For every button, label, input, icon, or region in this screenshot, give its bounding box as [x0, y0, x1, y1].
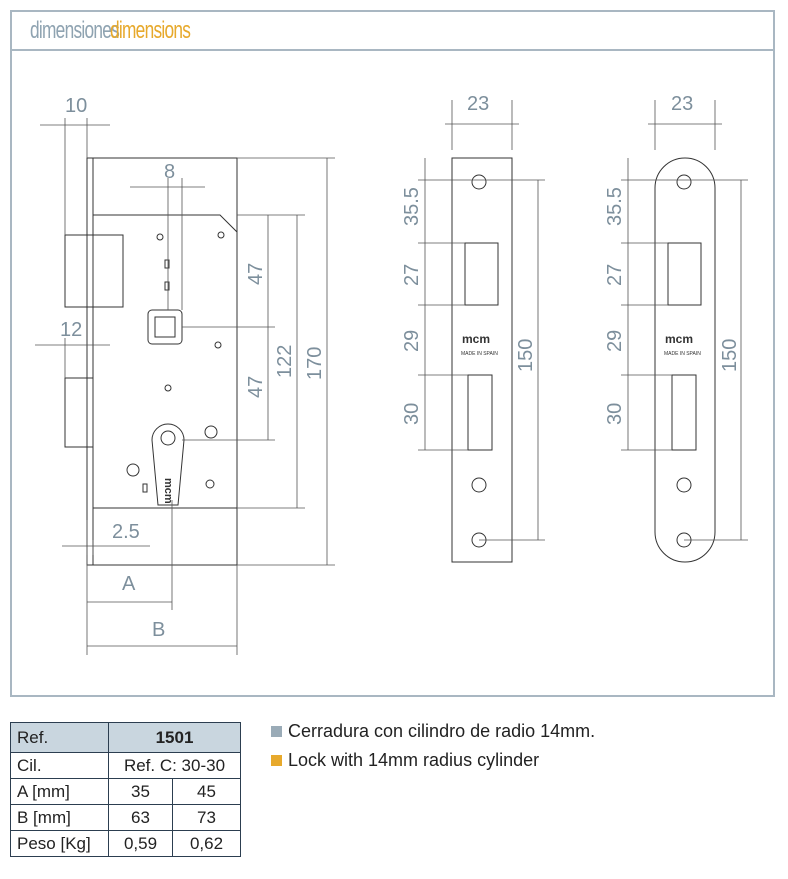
dim-10: 10	[65, 95, 87, 117]
dim-A: A	[122, 573, 136, 595]
note-es-text: Cerradura con cilindro de radio 14mm.	[288, 721, 596, 741]
cell-label: Peso [Kg]	[10, 830, 109, 857]
cell-value: 63	[108, 804, 173, 831]
strike-logo-b: mcm	[665, 332, 693, 346]
strike-plate-rounded: 23 35.5 27 29 30 150 mcm MADE IN SPAIN	[604, 93, 748, 563]
cell-value: 35	[108, 778, 173, 805]
dim-35-5: 35.5	[401, 187, 423, 226]
table-row: Cil.Ref. C: 30-30	[10, 752, 241, 779]
section-header: dimensionesdimensions	[12, 12, 773, 51]
dim-8: 8	[164, 161, 175, 183]
dim-150-b: 150	[719, 339, 741, 372]
dim-29: 29	[401, 330, 423, 352]
note-en-text: Lock with 14mm radius cylinder	[288, 750, 540, 770]
dim-2-5: 2.5	[112, 521, 140, 543]
dim-170: 170	[304, 347, 326, 380]
note-es: Cerradura con cilindro de radio 14mm.	[271, 721, 595, 742]
dim-122: 122	[274, 345, 296, 378]
dim-27: 27	[401, 264, 423, 286]
dim-12: 12	[60, 319, 82, 341]
cell-value: 45	[172, 778, 241, 805]
dim-29-b: 29	[604, 330, 626, 352]
cell-label: A [mm]	[10, 778, 109, 805]
cell-ref: 1501	[108, 722, 241, 753]
dim-30: 30	[401, 403, 423, 425]
dim-27-b: 27	[604, 264, 626, 286]
cell-value: 0,59	[108, 830, 173, 857]
made-in-spain: MADE IN SPAIN	[461, 351, 498, 357]
dim-B: B	[152, 619, 165, 641]
dim-150: 150	[515, 339, 537, 372]
title-en: dimensions	[109, 17, 191, 44]
dim-47-top: 47	[245, 263, 267, 285]
dim-30-b: 30	[604, 403, 626, 425]
note-en: Lock with 14mm radius cylinder	[271, 750, 539, 771]
gray-square-icon	[271, 726, 282, 737]
dim-35-5-b: 35.5	[604, 187, 626, 226]
dim-47-bottom: 47	[245, 376, 267, 398]
dim-23-b: 23	[671, 93, 693, 115]
strike-plate-square: 23 35.5 27 29 30 150 mcm MADE IN SPAIN	[401, 93, 545, 563]
cell-label: B [mm]	[10, 804, 109, 831]
strike-logo: mcm	[462, 332, 490, 346]
dimensions-panel: dimensionesdimensions	[10, 10, 775, 697]
title-es: dimensiones	[30, 17, 120, 44]
made-in-spain-b: MADE IN SPAIN	[664, 351, 701, 357]
technical-drawing: 10 8 12 47 47 122 170 2.5 A B mcm 23 35.…	[35, 93, 748, 655]
cell-value: 73	[172, 804, 241, 831]
cell-value: 0,62	[172, 830, 241, 857]
lock-logo: mcm	[162, 478, 174, 504]
cell-cil: Ref. C: 30-30	[108, 752, 241, 779]
orange-square-icon	[271, 755, 282, 766]
table-row: Ref.1501	[10, 722, 241, 753]
lock-body-drawing: 10 8 12 47 47 122 170 2.5 A B mcm	[35, 95, 335, 655]
dim-23: 23	[467, 93, 489, 115]
cell-label: Cil.	[10, 752, 109, 779]
cell-label: Ref.	[10, 722, 109, 753]
